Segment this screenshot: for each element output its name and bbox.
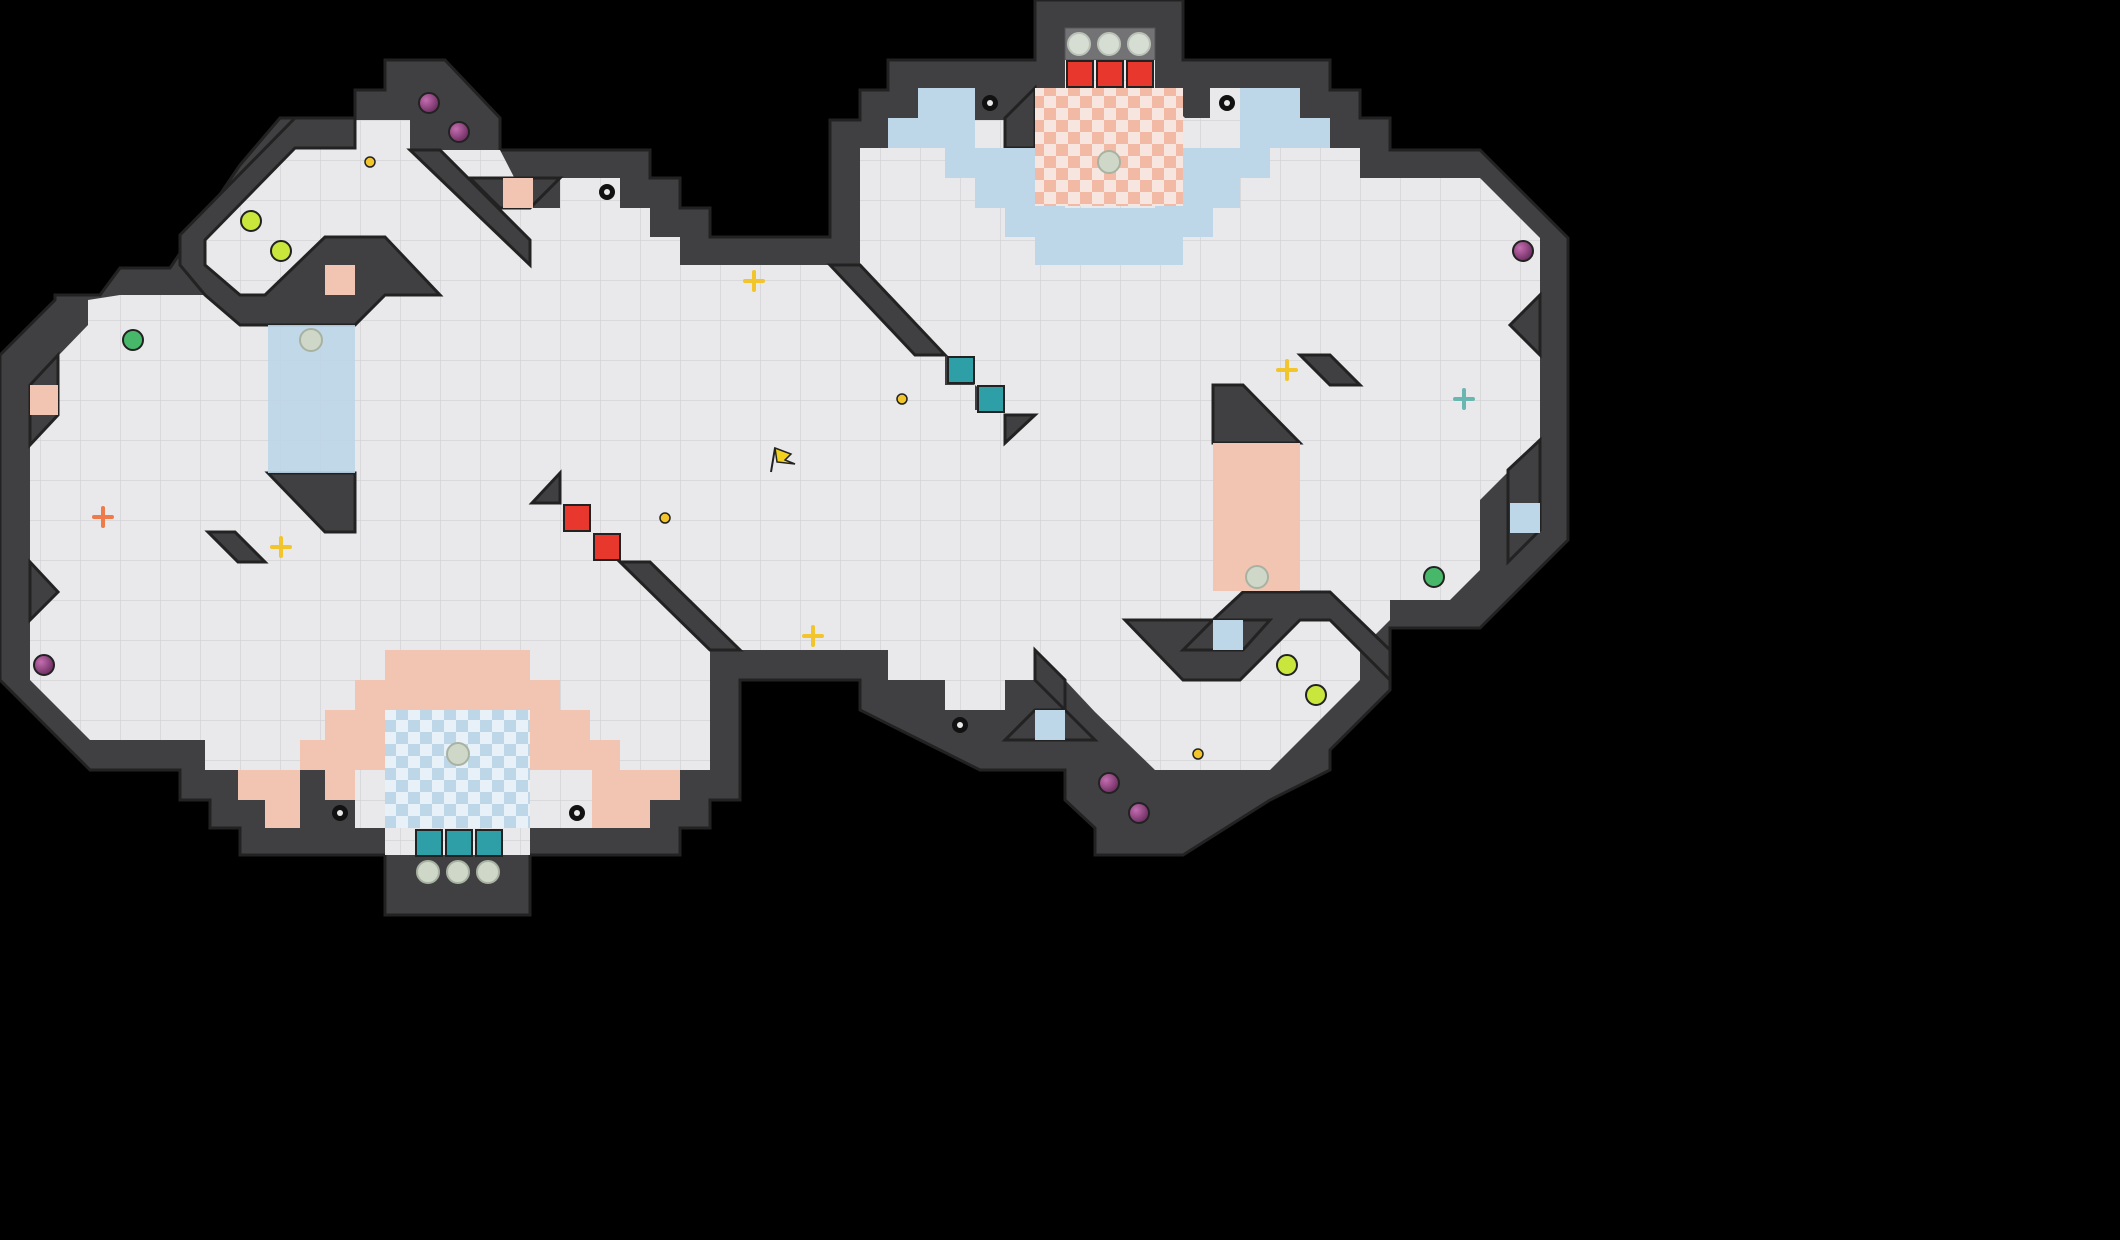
blue-tiles-center	[947, 356, 1005, 413]
flag-stand-left-column	[299, 328, 323, 352]
button-icon	[659, 512, 671, 524]
left-edge-notch-lower	[28, 558, 61, 624]
right-small-wedge	[1296, 353, 1364, 387]
powerups	[92, 270, 1475, 647]
boost-icon	[270, 240, 292, 262]
spike-icon	[332, 805, 348, 821]
top-diagonal-left	[406, 148, 532, 269]
spike-icon	[1219, 95, 1235, 111]
spike-icon	[569, 805, 585, 821]
portal-icon	[92, 506, 114, 528]
boost-icon	[1305, 684, 1327, 706]
center-diagonal-upper	[826, 263, 949, 357]
spike-icon	[599, 184, 615, 200]
right-arena-floor	[860, 60, 1540, 770]
bombs	[33, 92, 1534, 824]
flag-stand-right-column	[1245, 565, 1269, 589]
left-small-wedge	[204, 530, 269, 564]
powerup-icon	[743, 270, 765, 292]
flag-stand-top-center	[1097, 150, 1121, 174]
blue-small-island	[1213, 620, 1243, 650]
team-boosts	[122, 329, 1445, 588]
spike-icon	[982, 95, 998, 111]
flag-stand-bottom-1	[416, 860, 440, 884]
button-icon	[1192, 748, 1204, 760]
boost-icon	[122, 329, 144, 351]
right-edge-notch	[1507, 291, 1542, 359]
flag-stands	[299, 32, 1269, 884]
flag-stand-top-2	[1097, 32, 1121, 56]
buttons	[364, 156, 1204, 760]
red-tiles-top	[1066, 60, 1154, 88]
red-base-zone-bottom	[238, 650, 680, 828]
blue-base-zone-top	[888, 88, 1330, 265]
right-obstacles	[826, 84, 1542, 742]
red-small-left	[30, 385, 58, 415]
red-small-island	[325, 265, 355, 295]
boost-icon	[240, 210, 262, 232]
powerup-icon	[802, 625, 824, 647]
bomb-icon	[448, 121, 470, 143]
center-right-wedge	[1003, 413, 1039, 447]
bomb-icon	[33, 654, 55, 676]
spike-icon	[952, 717, 968, 733]
left-upper-island-wall	[178, 116, 444, 327]
powerup-icon	[270, 536, 292, 558]
portal-icon	[1453, 388, 1475, 410]
bomb-icon	[1128, 802, 1150, 824]
blue-tiles-bottom	[415, 829, 503, 857]
boost-icon	[1276, 654, 1298, 676]
red-checker-endzone	[385, 710, 530, 828]
spikes	[332, 95, 1235, 821]
blue-checker-endzone	[1035, 88, 1183, 206]
team-tiles	[415, 60, 1154, 857]
flag-stand-bottom-2	[446, 860, 470, 884]
boost-icon	[1423, 566, 1445, 588]
flag-stand-bottom-3	[476, 860, 500, 884]
red-small-top	[503, 178, 533, 208]
button-icon	[896, 393, 908, 405]
boosts	[240, 210, 1327, 706]
bomb-icon	[1512, 240, 1534, 262]
center-flag-icon	[770, 446, 796, 473]
flag-stand-bottom-center	[446, 742, 470, 766]
powerup-icon	[1276, 359, 1298, 381]
blue-small-right	[1510, 503, 1540, 533]
bomb-icon	[1098, 772, 1120, 794]
button-icon	[364, 156, 376, 168]
bomb-icon	[418, 92, 440, 114]
flag-stand-top-1	[1067, 32, 1091, 56]
center-diagonal-lower	[616, 560, 744, 652]
left-obstacles	[28, 116, 744, 652]
red-tiles-center	[563, 504, 621, 561]
flag-stand-top-3	[1127, 32, 1151, 56]
center-left-wedge	[528, 469, 562, 505]
blue-small-bottom	[1035, 710, 1065, 740]
